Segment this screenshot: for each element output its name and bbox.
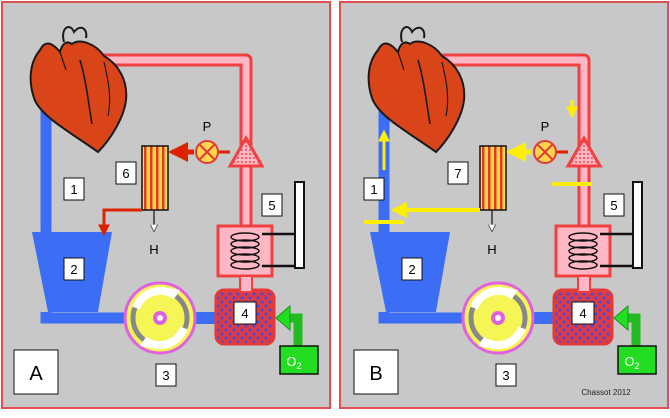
heat-drain-label: H — [487, 242, 496, 257]
label-oxygenator: 4 — [579, 306, 586, 321]
credit-text: Chassot 2012 — [581, 388, 631, 397]
label-pump: 3 — [162, 368, 169, 383]
label-reservoir: 2 — [70, 262, 77, 277]
o2-label: O2 — [286, 354, 301, 371]
panel-b: 1 2 3 4 5 7 P H O2 B Chassot 2012 — [339, 1, 669, 409]
label-venous-line: 1 — [70, 182, 77, 197]
label-heat-exchanger: 7 — [454, 166, 461, 181]
label-pump: 3 — [502, 368, 509, 383]
o2-label: O2 — [624, 354, 639, 371]
label-oxygenator: 4 — [241, 306, 248, 321]
label-heat-exchanger: 6 — [122, 166, 129, 181]
label-reservoir: 2 — [408, 262, 415, 277]
panel-a: 1 2 3 4 5 6 P H O2 A — [1, 1, 331, 409]
panel-letter: B — [369, 363, 382, 385]
label-cooler: 5 — [610, 198, 617, 213]
pressure-label: P — [541, 119, 550, 134]
heat-drain-label: H — [149, 242, 158, 257]
label-venous-line: 1 — [370, 182, 377, 197]
label-cooler: 5 — [268, 198, 275, 213]
pressure-label: P — [203, 119, 212, 134]
panel-letter: A — [29, 363, 43, 385]
